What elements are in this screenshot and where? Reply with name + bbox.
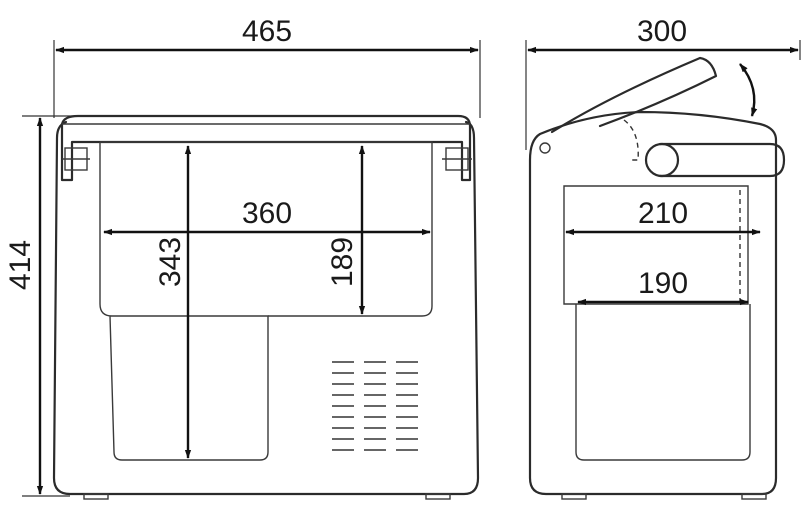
side-view: 300 210 190 bbox=[525, 15, 801, 500]
side-handle-raised bbox=[550, 56, 718, 134]
side-right-foot bbox=[741, 493, 767, 500]
side-upper-inner-label: 210 bbox=[638, 197, 688, 230]
front-width-label: 465 bbox=[242, 15, 292, 48]
side-lower-inner-label: 190 bbox=[638, 267, 688, 300]
side-hinge-pin bbox=[539, 142, 551, 154]
front-lid bbox=[60, 114, 472, 182]
side-handle-hidden-edge bbox=[623, 119, 639, 161]
front-view: 465 414 360 343 189 bbox=[4, 15, 481, 500]
side-handle-rotation-arrow bbox=[739, 63, 758, 117]
front-upper-depth-label: 189 bbox=[326, 237, 359, 287]
side-lower-compartment bbox=[575, 304, 751, 461]
side-depth-label: 300 bbox=[637, 15, 687, 48]
front-inner-compartment bbox=[99, 142, 269, 461]
side-left-foot bbox=[561, 493, 587, 500]
front-upper-compartment bbox=[100, 141, 433, 317]
front-depth-label: 343 bbox=[154, 237, 187, 287]
front-body-outline bbox=[52, 120, 480, 496]
front-inner-width-label: 360 bbox=[242, 197, 292, 230]
front-height-label: 414 bbox=[4, 240, 37, 290]
side-handle-grip bbox=[658, 142, 786, 178]
front-right-foot bbox=[425, 493, 451, 500]
front-ventilation-grille bbox=[332, 361, 418, 451]
front-left-foot bbox=[83, 493, 109, 500]
side-handle-pivot bbox=[644, 142, 680, 178]
